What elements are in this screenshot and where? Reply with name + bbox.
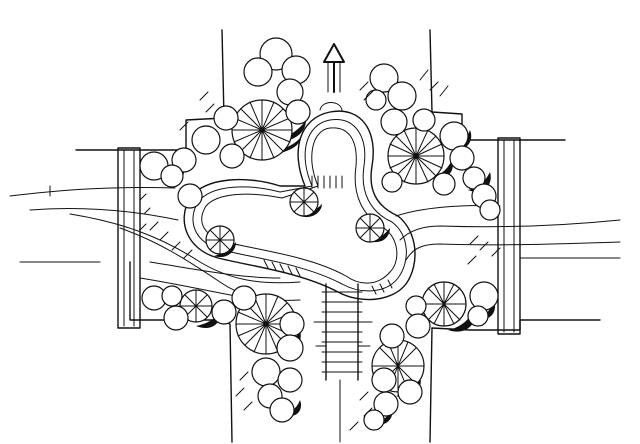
gate-walls (117, 137, 521, 335)
shrub-icon (365, 63, 501, 221)
right-approach-lanes (395, 204, 621, 261)
tree-icon (231, 99, 293, 161)
central-loop-path (183, 102, 416, 301)
shrub-icon (139, 37, 311, 209)
shrub-icon (363, 281, 499, 431)
tree-icon (289, 187, 319, 217)
tree-icon (205, 225, 235, 255)
feature-trees (179, 99, 467, 393)
tree-icon (387, 127, 445, 185)
loop-steps (263, 175, 393, 295)
footbridge (313, 283, 373, 443)
site-boundary (19, 29, 621, 443)
tree-icon (179, 289, 213, 323)
shrub-icon (141, 285, 305, 423)
shrub-clusters (139, 37, 501, 431)
tree-icon (355, 213, 385, 243)
north-arrow-icon (323, 43, 345, 93)
left-approach-lanes (9, 185, 301, 303)
groundcover-hatching (139, 69, 501, 431)
